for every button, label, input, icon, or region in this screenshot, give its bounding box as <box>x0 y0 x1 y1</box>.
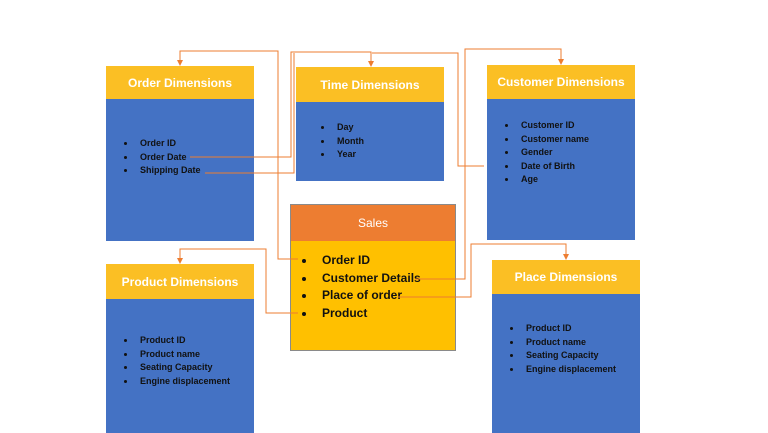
customer-dimensions-body: Customer ID Customer name Gender Date of… <box>487 99 635 240</box>
list-item: Shipping Date <box>136 164 201 178</box>
product-dimensions-title: Product Dimensions <box>106 264 254 299</box>
order-dimensions-body: Order ID Order Date Shipping Date <box>106 99 254 241</box>
sales-body: Order ID Customer Details Place of order… <box>291 241 455 350</box>
time-dimensions-body: Day Month Year <box>296 102 444 181</box>
list-item: Order ID <box>136 137 201 151</box>
list-item: Day <box>333 121 364 135</box>
order-dimensions-title: Order Dimensions <box>106 66 254 99</box>
list-item: Engine displacement <box>136 375 230 389</box>
sales-fact-box: Sales Order ID Customer Details Place of… <box>290 204 456 351</box>
product-dimensions-list: Product ID Product name Seating Capacity… <box>106 334 230 388</box>
list-item: Age <box>517 173 589 187</box>
list-item: Place of order <box>316 287 421 305</box>
order-dimensions-box: Order Dimensions Order ID Order Date Shi… <box>106 66 254 241</box>
list-item: Month <box>333 135 364 149</box>
list-item: Date of Birth <box>517 160 589 174</box>
time-dimensions-list: Day Month Year <box>296 121 364 162</box>
list-item: Seating Capacity <box>136 361 230 375</box>
list-item: Order Date <box>136 151 201 165</box>
product-dimensions-body: Product ID Product name Seating Capacity… <box>106 299 254 433</box>
list-item: Product <box>316 305 421 323</box>
list-item: Engine displacement <box>522 363 616 377</box>
list-item: Year <box>333 148 364 162</box>
list-item: Order ID <box>316 252 421 270</box>
list-item: Customer name <box>517 133 589 147</box>
sales-title: Sales <box>291 205 455 241</box>
time-dimensions-box: Time Dimensions Day Month Year <box>296 67 444 181</box>
place-dimensions-body: Product ID Product name Seating Capacity… <box>492 294 640 433</box>
customer-dimensions-title: Customer Dimensions <box>487 65 635 99</box>
product-dimensions-box: Product Dimensions Product ID Product na… <box>106 264 254 433</box>
list-item: Seating Capacity <box>522 349 616 363</box>
time-dimensions-title: Time Dimensions <box>296 67 444 102</box>
place-dimensions-title: Place Dimensions <box>492 260 640 294</box>
place-dimensions-box: Place Dimensions Product ID Product name… <box>492 260 640 433</box>
list-item: Gender <box>517 146 589 160</box>
place-dimensions-list: Product ID Product name Seating Capacity… <box>492 322 616 376</box>
sales-list: Order ID Customer Details Place of order… <box>291 252 421 322</box>
order-dimensions-list: Order ID Order Date Shipping Date <box>106 137 201 178</box>
customer-dimensions-list: Customer ID Customer name Gender Date of… <box>487 119 589 187</box>
list-item: Customer ID <box>517 119 589 133</box>
list-item: Customer Details <box>316 270 421 288</box>
list-item: Product ID <box>522 322 616 336</box>
list-item: Product name <box>522 336 616 350</box>
list-item: Product name <box>136 348 230 362</box>
list-item: Product ID <box>136 334 230 348</box>
customer-dimensions-box: Customer Dimensions Customer ID Customer… <box>487 65 635 240</box>
